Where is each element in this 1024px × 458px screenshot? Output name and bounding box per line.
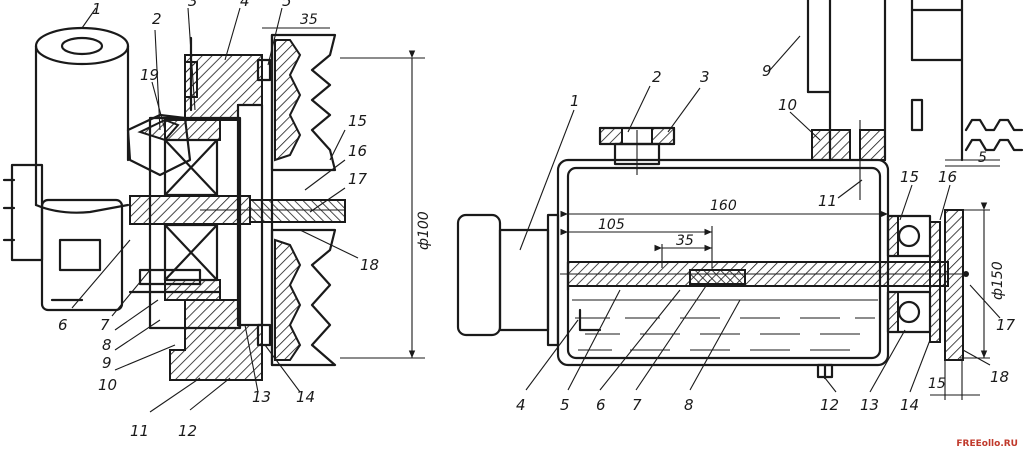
watermark: FREEollo.RU bbox=[956, 431, 1018, 450]
callout-l-11: 11 bbox=[130, 422, 149, 440]
callout-l-19: 19 bbox=[140, 66, 159, 84]
callout-l-3: 3 bbox=[188, 0, 198, 10]
callout-r-10: 10 bbox=[778, 96, 797, 114]
callout-r-1: 1 bbox=[570, 92, 580, 110]
callout-l-9: 9 bbox=[102, 354, 112, 372]
right-callouts: 1 2 3 9 10 11 15 16 17 18 4 5 6 7 8 12 1… bbox=[516, 62, 1016, 414]
callout-l-10: 10 bbox=[98, 376, 117, 394]
callout-r-9: 9 bbox=[762, 62, 772, 80]
callout-r-7: 7 bbox=[632, 396, 642, 414]
dim-diameter-left: ф100 bbox=[416, 211, 432, 250]
left-view: 35 ф100 1 2 3 bbox=[2, 0, 432, 440]
left-dimensions: 35 ф100 bbox=[262, 12, 432, 359]
shaft bbox=[128, 195, 346, 294]
right-leaders bbox=[519, 35, 1001, 393]
callout-l-5: 5 bbox=[282, 0, 292, 10]
callout-r-8: 8 bbox=[684, 396, 694, 414]
column-frame bbox=[806, 0, 964, 200]
pump-shaft bbox=[560, 260, 968, 332]
callout-r-16: 16 bbox=[938, 168, 957, 186]
callout-r-5: 5 bbox=[560, 396, 570, 414]
motor-body bbox=[34, 26, 130, 214]
callout-r-11: 11 bbox=[818, 192, 837, 210]
callout-l-1: 1 bbox=[92, 0, 102, 18]
callout-l-17: 17 bbox=[348, 170, 368, 188]
callout-r-4: 4 bbox=[516, 396, 526, 414]
callout-r-18: 18 bbox=[990, 368, 1009, 386]
watermark-brand: FREEollo.RU bbox=[956, 439, 1018, 449]
right-motor bbox=[456, 213, 560, 347]
callout-r-3: 3 bbox=[700, 68, 710, 86]
dim-length-total: 160 bbox=[710, 198, 737, 214]
dim-gap: 5 bbox=[978, 150, 987, 166]
callout-r-6: 6 bbox=[596, 396, 606, 414]
callout-r-12: 12 bbox=[820, 396, 839, 414]
callout-l-14: 14 bbox=[296, 388, 315, 406]
left-callouts: 1 2 3 4 5 19 15 16 17 18 6 7 8 9 10 11 1… bbox=[58, 0, 379, 440]
dim-length-key: 35 bbox=[676, 233, 694, 249]
callout-l-6: 6 bbox=[58, 316, 68, 334]
callout-l-8: 8 bbox=[102, 336, 112, 354]
right-dimensions: 160 105 35 5 15 ф150 bbox=[560, 150, 1006, 400]
callout-l-12: 12 bbox=[178, 422, 197, 440]
callout-l-4: 4 bbox=[240, 0, 250, 10]
dim-diameter-right: ф150 bbox=[990, 261, 1006, 300]
callout-r-2: 2 bbox=[652, 68, 662, 86]
watermark-brand-a: FREE bbox=[956, 439, 982, 449]
callout-r-13: 13 bbox=[860, 396, 879, 414]
callout-l-13: 13 bbox=[252, 388, 271, 406]
right-bearings bbox=[886, 209, 969, 361]
callout-l-18: 18 bbox=[360, 256, 379, 274]
left-leaders bbox=[71, 7, 359, 413]
dim-length-shaft: 105 bbox=[598, 217, 625, 233]
dim-gap2: 15 bbox=[928, 376, 946, 392]
callout-r-14: 14 bbox=[900, 396, 919, 414]
right-view: 160 105 35 5 15 ф150 bbox=[456, 0, 1024, 414]
callout-l-16: 16 bbox=[348, 142, 367, 160]
callout-l-15: 15 bbox=[348, 112, 367, 130]
belt-profile bbox=[964, 118, 1024, 152]
callout-r-15: 15 bbox=[900, 168, 919, 186]
callout-l-2: 2 bbox=[152, 10, 162, 28]
watermark-brand-b: ollo bbox=[981, 439, 1001, 449]
watermark-brand-c: .RU bbox=[1000, 439, 1018, 449]
v-belt-pulley bbox=[270, 33, 337, 367]
callout-r-17: 17 bbox=[996, 316, 1016, 334]
dim-width-left: 35 bbox=[300, 12, 318, 28]
terminal-box bbox=[2, 163, 124, 312]
callout-l-7: 7 bbox=[100, 316, 110, 334]
